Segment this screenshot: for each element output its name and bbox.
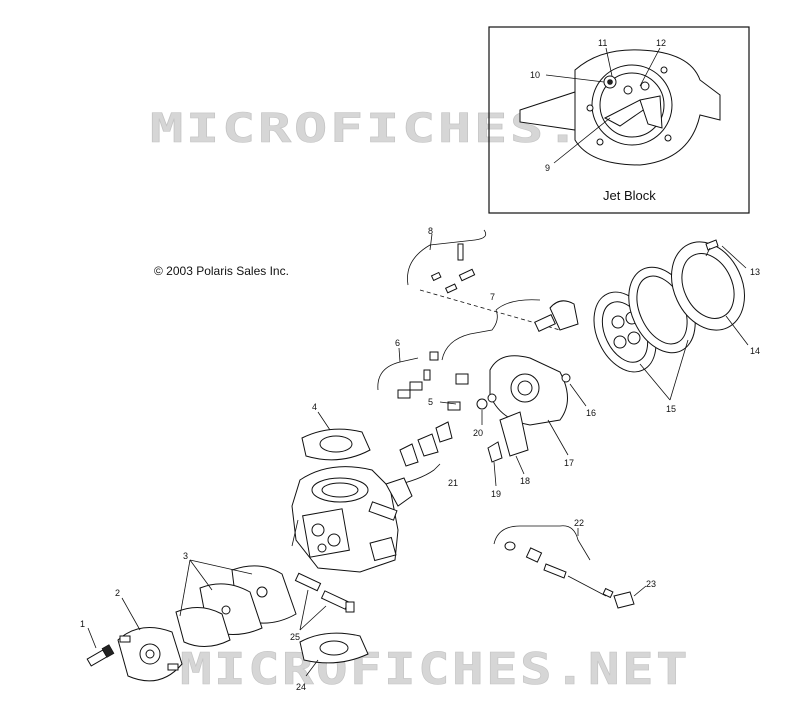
gasket-4: [301, 428, 371, 461]
callout-16: 16: [586, 408, 596, 418]
gasket-24: [299, 632, 369, 664]
callout-13: 13: [750, 267, 760, 277]
callout-24: 24: [296, 682, 306, 692]
gaskets-21: [399, 421, 453, 467]
plate-18-19: [447, 393, 529, 463]
diaphragm-group: [593, 239, 745, 373]
callout-25: 25: [290, 632, 300, 642]
callout-11: 11: [598, 38, 607, 48]
carburetor-body: [291, 466, 413, 573]
callout-18: 18: [520, 476, 530, 486]
clip-parts-6: [397, 351, 439, 399]
callout-22: 22: [574, 518, 584, 528]
callout-14: 14: [750, 346, 760, 356]
inset-title: Jet Block: [603, 188, 656, 203]
callout-17: 17: [564, 458, 574, 468]
callout-21: 21: [448, 478, 458, 488]
pump-cover-17: [455, 355, 571, 426]
needle-assembly-22: [504, 541, 635, 609]
callout-15: 15: [666, 404, 676, 414]
gaskets-3: [175, 565, 297, 647]
callout-10: 10: [530, 70, 540, 80]
callout-3: 3: [183, 551, 188, 561]
callout-23: 23: [646, 579, 656, 589]
pump-body-2: [117, 627, 183, 682]
callout-19: 19: [491, 489, 501, 499]
callout-12: 12: [656, 38, 666, 48]
callout-7: 7: [490, 292, 495, 302]
callout-5: 5: [428, 397, 433, 407]
callout-8: 8: [428, 226, 433, 236]
callout-4: 4: [312, 402, 317, 412]
needle-parts-8: [419, 243, 561, 331]
callout-9: 9: [545, 163, 550, 173]
screw-1: [86, 644, 115, 667]
callout-1: 1: [80, 619, 85, 629]
jet-block-inset: [488, 26, 750, 214]
callout-6: 6: [395, 338, 400, 348]
valve-part-7: [534, 300, 579, 332]
watermark-bottom: MICROFICHES.NET: [180, 644, 690, 695]
copyright-text: © 2003 Polaris Sales Inc.: [154, 264, 289, 278]
callout-20: 20: [473, 428, 483, 438]
callout-2: 2: [115, 588, 120, 598]
screws-25: [294, 572, 355, 613]
